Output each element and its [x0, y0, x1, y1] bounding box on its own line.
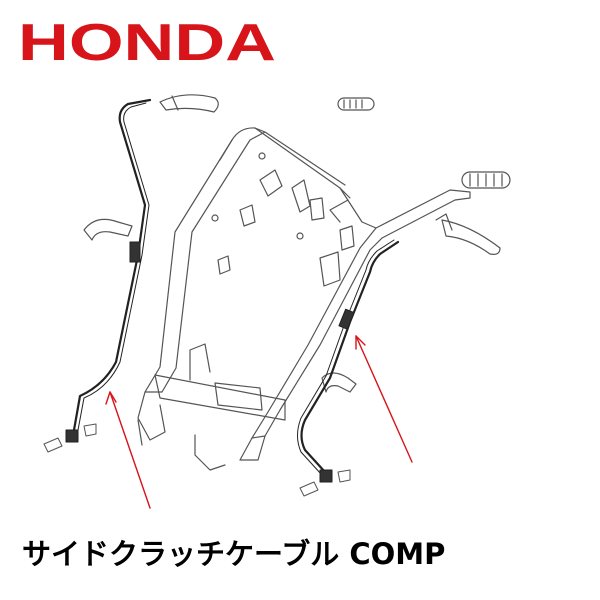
brand-name: HONDA: [18, 18, 276, 64]
right-cable-fittings: [299, 469, 351, 497]
cable-clip-left: [83, 218, 133, 241]
right-lever: [435, 213, 501, 255]
product-caption: サイドクラッチケーブル COMP: [22, 537, 446, 571]
left-lever: [159, 94, 219, 113]
pointer-arrow-left: [105, 391, 151, 509]
right-grip: [461, 171, 511, 189]
left-grip: [337, 97, 375, 111]
cable-clip-right: [321, 372, 357, 393]
left-cable-fittings: [43, 423, 97, 453]
pointer-arrow-right: [355, 335, 413, 463]
honda-logo: HONDA: [18, 18, 276, 64]
right-clutch-cable: [297, 239, 400, 483]
handlebar-frame: [137, 127, 471, 471]
left-clutch-cable: [65, 98, 152, 443]
parts-diagram: [43, 94, 511, 509]
